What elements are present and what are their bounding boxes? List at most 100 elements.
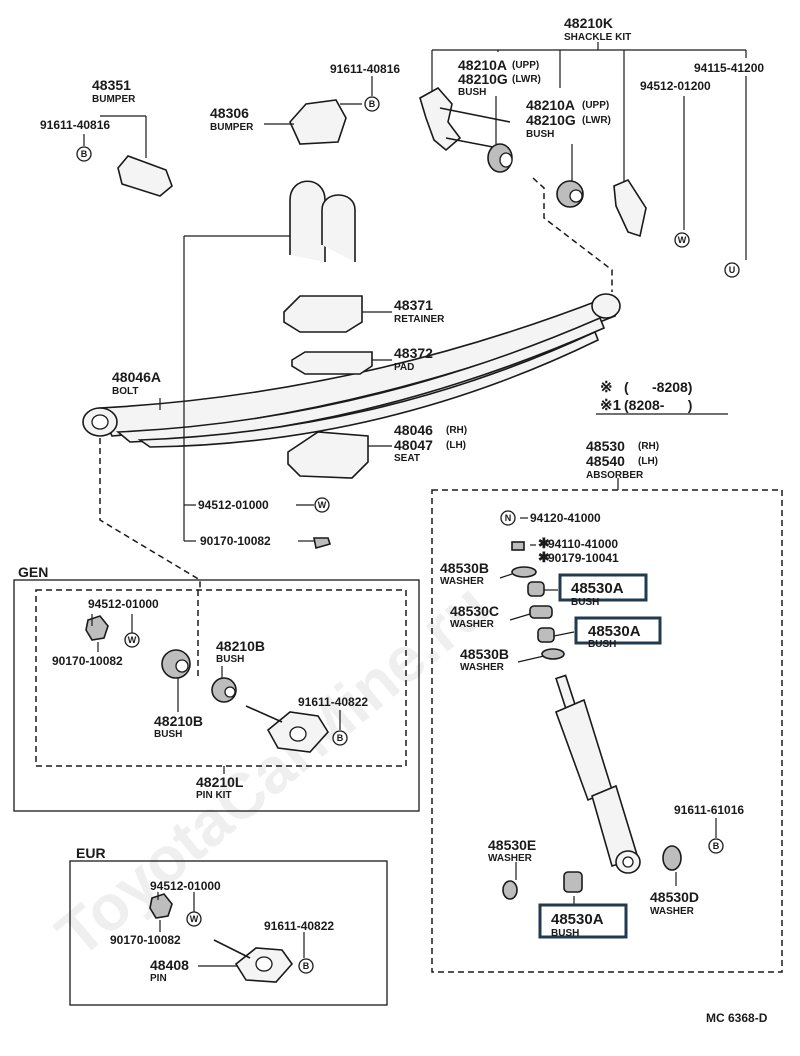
bumper-48306-part bbox=[289, 99, 347, 145]
nut-94115-label: 94115-41200 bbox=[694, 61, 764, 75]
svg-text:B: B bbox=[81, 149, 88, 159]
retainer-part bbox=[283, 295, 363, 333]
gen-box bbox=[13, 579, 420, 812]
u-bolt bbox=[289, 180, 356, 262]
seat-number-lh: 48047 bbox=[394, 437, 433, 453]
gen-bush-top-number: 48210B bbox=[216, 638, 265, 654]
svg-text:W: W bbox=[318, 500, 327, 510]
svg-text:U: U bbox=[729, 265, 736, 275]
legend-range-1: ( -8208) bbox=[624, 379, 692, 395]
washer-94512-01000-label: 94512-01000 bbox=[198, 498, 269, 512]
shackle-plate-right bbox=[613, 178, 647, 238]
washer-48530c-name: WASHER bbox=[450, 619, 495, 630]
pad-number: 48372 bbox=[394, 345, 433, 361]
svg-text:B: B bbox=[337, 733, 344, 743]
shackle-plate-left bbox=[419, 86, 462, 152]
highlight-box-bush-1 bbox=[558, 573, 648, 602]
nut-94110-part bbox=[511, 541, 525, 551]
absorber-suffix-lh: (LH) bbox=[638, 456, 658, 467]
washer-48530e-part bbox=[502, 880, 518, 900]
nut-icon-1 bbox=[313, 537, 332, 550]
bush-48210g-name: BUSH bbox=[458, 87, 486, 98]
washer-48530b-part bbox=[511, 566, 537, 578]
bush-48530a-3-number: 48530A bbox=[551, 911, 604, 928]
retainer-name: RETAINER bbox=[394, 314, 445, 325]
symbol-b-2: B bbox=[76, 146, 92, 162]
nut-94110-label: 94110-41000 bbox=[548, 537, 618, 551]
absorber-part bbox=[554, 674, 641, 874]
eur-pin-number: 48408 bbox=[150, 957, 189, 973]
bolt-91611-top-label: 91611-40816 bbox=[330, 62, 400, 76]
bumper-48306-name: BUMPER bbox=[210, 122, 254, 133]
seat-name: SEAT bbox=[394, 453, 420, 464]
gen-inner-box bbox=[35, 589, 407, 767]
eur-bolt-label: 91611-40822 bbox=[264, 919, 334, 933]
bush-48210a-2-number: 48210A bbox=[526, 97, 575, 113]
bush-48530a-part-2 bbox=[537, 627, 555, 643]
bush-48530a-part bbox=[527, 581, 545, 597]
bush-48530a-3-name: BUSH bbox=[551, 928, 579, 939]
bolt-48046a-number: 48046A bbox=[112, 369, 161, 385]
eur-pin-name: PIN bbox=[150, 973, 167, 984]
bush-48210g-suffix: (LWR) bbox=[512, 74, 541, 85]
watermark: ToyotaCarMine.ru bbox=[43, 569, 502, 971]
gen-pin-kit-name: PIN KIT bbox=[196, 790, 232, 801]
eur-nut-label: 90170-10082 bbox=[110, 933, 181, 947]
washer-94512-01200-label: 94512-01200 bbox=[640, 79, 711, 93]
diagram-code: MC 6368-D bbox=[706, 1011, 768, 1025]
bolt-91611-left-label: 91611-40816 bbox=[40, 118, 110, 132]
washer-48530b-2-name: WASHER bbox=[460, 662, 505, 673]
eur-parts bbox=[149, 892, 305, 983]
symbol-w-2: W bbox=[314, 497, 330, 513]
nut-90179-label: 90179-10041 bbox=[548, 551, 619, 565]
shackle-kit-name: SHACKLE KIT bbox=[564, 32, 631, 43]
highlight-box-bush-3 bbox=[538, 903, 628, 939]
bush-48210a-2-suffix: (UPP) bbox=[582, 100, 609, 111]
washer-48530b-number: 48530B bbox=[440, 560, 489, 576]
absorber-name: ABSORBER bbox=[586, 470, 644, 481]
washer-48530b-name: WASHER bbox=[440, 576, 485, 587]
symbol-b-3: B bbox=[708, 838, 724, 854]
nut-90170-label: 90170-10082 bbox=[200, 534, 271, 548]
eur-box bbox=[69, 860, 388, 1006]
absorber-number-rh: 48530 bbox=[586, 438, 625, 454]
gen-pin-kit-number: 48210L bbox=[196, 774, 244, 790]
pad-name: PAD bbox=[394, 362, 414, 373]
leaf-spring bbox=[82, 293, 621, 448]
absorber-suffix-rh: (RH) bbox=[638, 441, 659, 452]
eur-title: EUR bbox=[76, 845, 106, 861]
washer-48530e-name: WASHER bbox=[488, 853, 533, 864]
bumper-48351-part bbox=[117, 155, 173, 197]
absorber-leaders bbox=[499, 517, 717, 904]
svg-text:B: B bbox=[303, 961, 310, 971]
svg-text:N: N bbox=[505, 513, 512, 523]
seat-number-rh: 48046 bbox=[394, 422, 433, 438]
washer-48530b-part-2 bbox=[541, 648, 565, 660]
washer-48530d-number: 48530D bbox=[650, 889, 699, 905]
star-mark-2: ✱ bbox=[538, 549, 550, 565]
bush-48530a-1-name: BUSH bbox=[571, 597, 599, 608]
gen-bush-bottom-name: BUSH bbox=[154, 729, 182, 740]
bolt-48046a-name: BOLT bbox=[112, 386, 138, 397]
gen-bush-top-name: BUSH bbox=[216, 654, 244, 665]
washer-48530c-part bbox=[529, 605, 553, 619]
svg-text:B: B bbox=[713, 841, 720, 851]
bumper-48351-name: BUMPER bbox=[92, 94, 136, 105]
pad-part bbox=[291, 351, 373, 375]
symbol-n-1: N bbox=[500, 510, 516, 526]
gen-title: GEN bbox=[18, 564, 48, 580]
symbol-b-5: B bbox=[298, 958, 314, 974]
bush-48530a-2-number: 48530A bbox=[588, 623, 641, 640]
symbol-w-3: W bbox=[124, 632, 140, 648]
highlight-box-bush-2 bbox=[574, 616, 662, 645]
gen-washer-label: 94512-01000 bbox=[88, 597, 159, 611]
symbol-w-4: W bbox=[186, 911, 202, 927]
bush-48530a-1-number: 48530A bbox=[571, 580, 624, 597]
retainer-number: 48371 bbox=[394, 297, 433, 313]
svg-text:W: W bbox=[128, 635, 137, 645]
bush-48530a-2-name: BUSH bbox=[588, 639, 616, 650]
eur-washer-label: 94512-01000 bbox=[150, 879, 221, 893]
bush-48530a-part-3 bbox=[563, 871, 583, 893]
svg-text:B: B bbox=[369, 99, 376, 109]
leader-lines bbox=[83, 42, 747, 542]
